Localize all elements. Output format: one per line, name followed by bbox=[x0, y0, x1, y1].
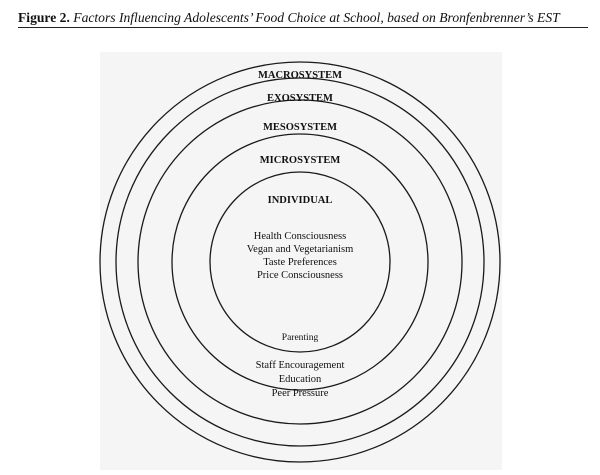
mesosystem-label: MESOSYSTEM bbox=[263, 122, 337, 133]
microsystem-factor: Parenting bbox=[282, 333, 319, 343]
mesosystem-factor: Peer Pressure bbox=[272, 388, 329, 399]
individual-factor: Price Consciousness bbox=[257, 270, 343, 281]
individual-ring bbox=[209, 171, 391, 353]
macrosystem-ring bbox=[99, 61, 501, 463]
diagram-background bbox=[100, 52, 502, 470]
individual-factor: Taste Preferences bbox=[263, 257, 337, 268]
figure-label: Figure 2. bbox=[18, 10, 70, 25]
mesosystem-ring bbox=[137, 99, 463, 425]
individual-factor: Vegan and Vegetarianism bbox=[247, 244, 354, 255]
exosystem-label: EXOSYSTEM bbox=[267, 93, 333, 104]
figure-caption: Figure 2. Factors Influencing Adolescent… bbox=[18, 10, 588, 28]
figure-title: Factors Influencing Adolescents’ Food Ch… bbox=[73, 10, 560, 25]
microsystem-label: MICROSYSTEM bbox=[260, 155, 341, 166]
mesosystem-factor: Education bbox=[279, 374, 322, 385]
macrosystem-label: MACROSYSTEM bbox=[258, 70, 342, 81]
mesosystem-factor: Staff Encouragement bbox=[256, 360, 345, 371]
individual-label: INDIVIDUAL bbox=[268, 195, 333, 206]
individual-factor: Health Consciousness bbox=[254, 231, 346, 242]
exosystem-ring bbox=[115, 77, 485, 447]
microsystem-ring bbox=[171, 133, 429, 391]
